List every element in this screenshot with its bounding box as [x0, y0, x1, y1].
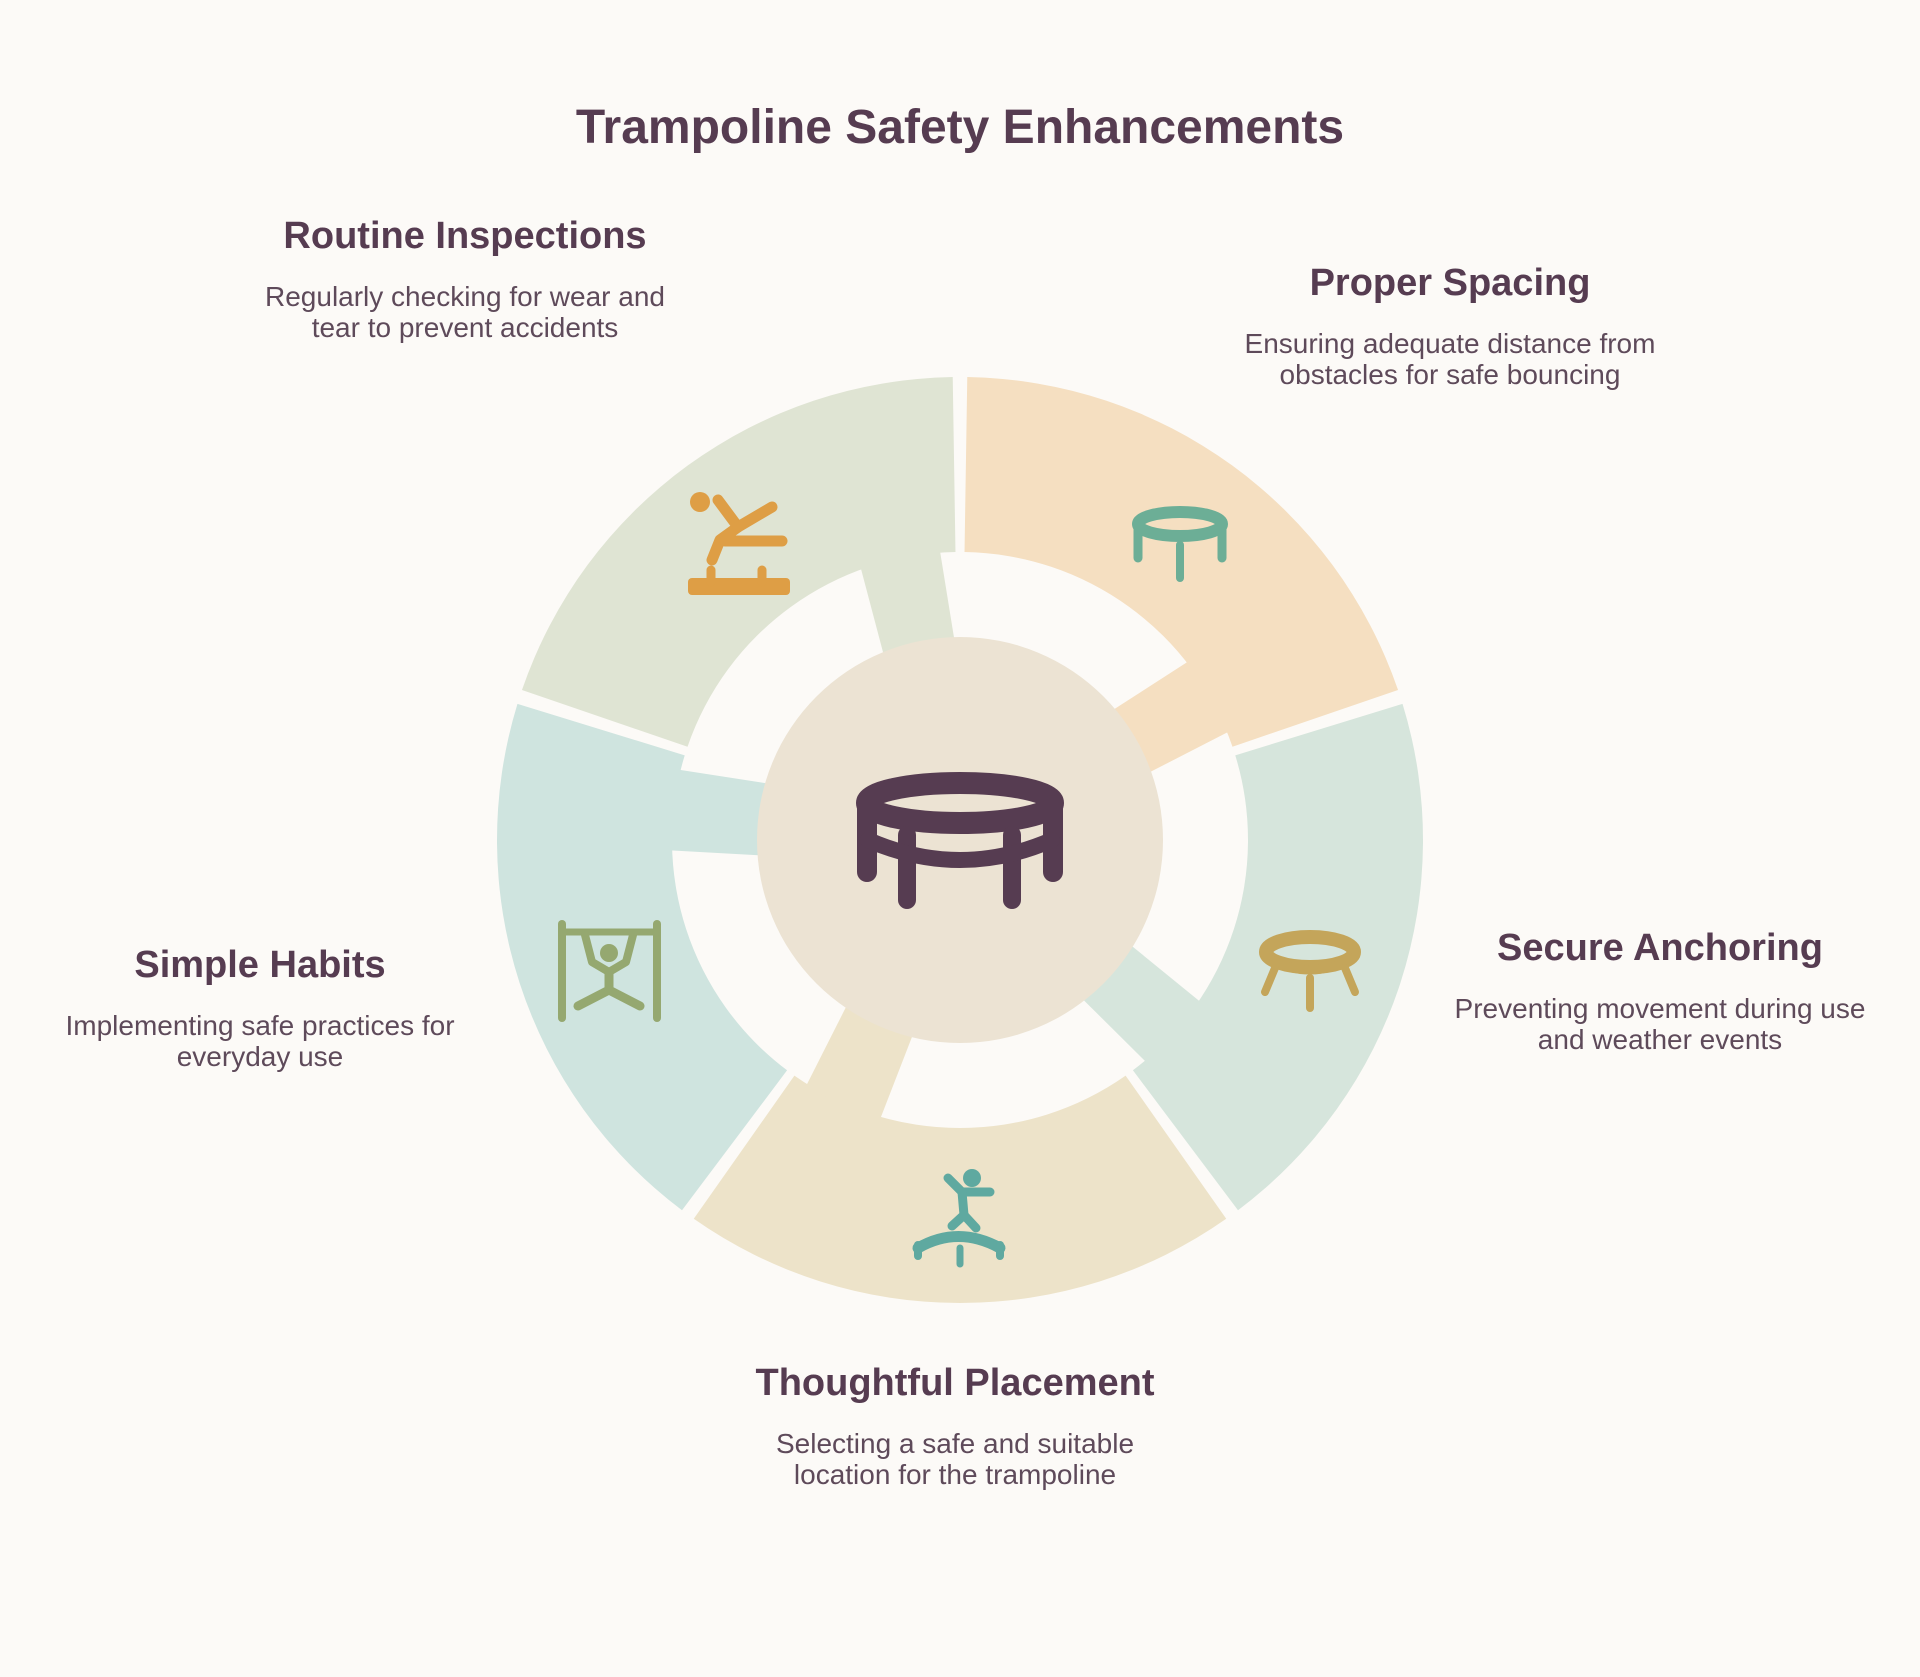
simple-habits-label: Simple Habits Implementing safe practice…	[60, 942, 460, 1072]
simple-habits-title: Simple Habits	[134, 944, 386, 986]
routine-inspections-description: Regularly checking for wear and tear to …	[265, 281, 665, 343]
trampoline-with-angled-legs-icon	[1259, 930, 1361, 1012]
connector-placement	[668, 769, 769, 856]
proper-spacing-label: Proper Spacing Ensuring adequate distanc…	[1230, 260, 1670, 390]
routine-inspections-title: Routine Inspections	[283, 215, 647, 257]
secure-anchoring-title: Secure Anchoring	[1497, 927, 1823, 969]
proper-spacing-title: Proper Spacing	[1309, 262, 1591, 304]
ring-segment-habits	[521, 377, 956, 747]
secure-anchoring-label: Secure Anchoring Preventing movement dur…	[1450, 925, 1870, 1055]
center-hub	[757, 637, 1163, 1043]
routine-inspections-label: Routine Inspections Regularly checking f…	[265, 213, 665, 343]
center-trampoline-icon	[856, 772, 1064, 909]
trampoline-icon	[1132, 506, 1228, 582]
ring-segment-placement	[496, 703, 788, 1211]
thoughtful-placement-label: Thoughtful Placement Selecting a safe an…	[755, 1360, 1155, 1490]
person-jumping-on-trampoline-icon	[912, 1169, 1006, 1268]
page-title: Trampoline Safety Enhancements	[575, 101, 1345, 154]
person-on-pull-up-bar-icon	[558, 920, 661, 1022]
gymnast-on-beam-icon	[688, 492, 790, 595]
secure-anchoring-description: Preventing movement during use and weath…	[1454, 993, 1866, 1055]
simple-habits-description: Implementing safe practices for everyday…	[65, 1010, 455, 1072]
connector-habits	[860, 548, 955, 656]
proper-spacing-description: Ensuring adequate distance from obstacle…	[1244, 328, 1656, 390]
connector-routine	[1112, 660, 1231, 773]
connector-spacing	[1082, 944, 1203, 1064]
thoughtful-placement-title: Thoughtful Placement	[755, 1362, 1155, 1404]
thoughtful-placement-description: Selecting a safe and suitable location f…	[775, 1428, 1135, 1490]
connector-anchor	[805, 1005, 913, 1121]
